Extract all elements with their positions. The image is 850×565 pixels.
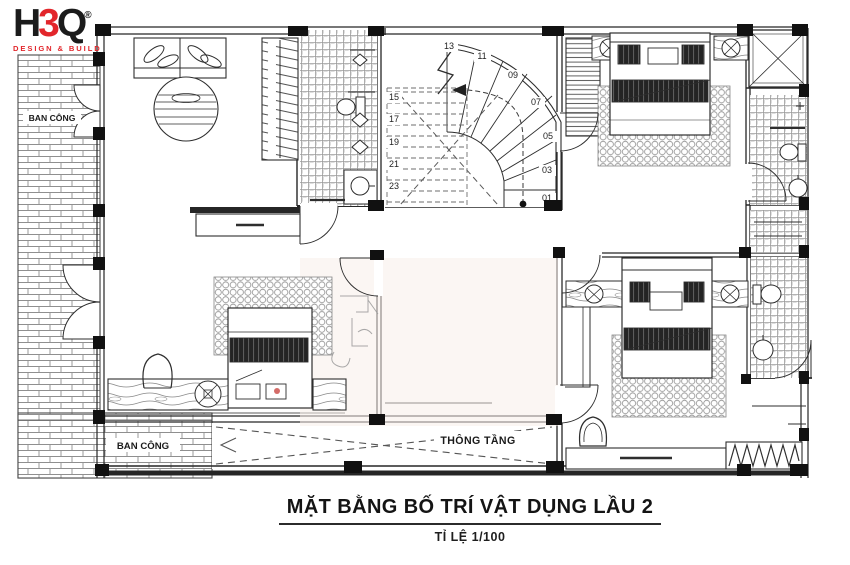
step-number: 23 bbox=[389, 181, 399, 191]
step-number: 07 bbox=[531, 97, 541, 107]
step-number: 01 bbox=[542, 193, 552, 203]
logo-tagline: DESIGN & BUILD bbox=[13, 44, 102, 53]
stool bbox=[142, 353, 173, 389]
wall-shelf bbox=[752, 405, 806, 425]
toilet bbox=[752, 284, 782, 305]
bathroom-right-top bbox=[750, 95, 808, 205]
bedroom-middle bbox=[213, 258, 558, 426]
bed bbox=[609, 32, 711, 136]
columns bbox=[93, 24, 809, 476]
plan-scale: TỈ LỆ 1/100 bbox=[434, 530, 506, 544]
sink-diamond-2 bbox=[351, 112, 369, 128]
bathroom-top-left bbox=[300, 30, 378, 206]
step-number: 17 bbox=[389, 114, 399, 124]
bed bbox=[227, 307, 313, 409]
fan bbox=[194, 380, 222, 408]
door-bathroom-right-top[interactable] bbox=[743, 162, 787, 202]
skylight-shaft bbox=[748, 29, 808, 88]
break-line bbox=[436, 49, 455, 95]
logo-letter-h: H bbox=[13, 2, 41, 45]
plan-labels: BAN CÔNG BAN CÔNG THÔNG TẦNG bbox=[23, 111, 522, 452]
door-bathroom-top-left[interactable] bbox=[299, 203, 339, 245]
balcony-bottom-label: BAN CÔNG bbox=[117, 440, 169, 452]
wood-bench-2 bbox=[312, 378, 347, 411]
wardrobe-top-left bbox=[261, 37, 299, 161]
bedroom-top-right bbox=[565, 32, 749, 167]
registered-mark: ® bbox=[84, 10, 92, 21]
staircase: 01 03 05 07 09 11 13 15 17 19 21 23 bbox=[383, 35, 562, 208]
door-bathroom-right-bottom[interactable] bbox=[774, 339, 812, 379]
nightstand-right bbox=[713, 35, 749, 61]
desk-sketch bbox=[331, 295, 379, 368]
nightstand-left bbox=[565, 280, 623, 308]
logo-letter-3: 3 bbox=[38, 2, 60, 45]
logo-wordmark: H3Q® bbox=[13, 4, 102, 43]
door-bedroom-top-right[interactable] bbox=[559, 112, 599, 152]
door-bedroom-bottom-right[interactable] bbox=[561, 254, 601, 294]
door-bedroom-bottom-right-2[interactable] bbox=[555, 384, 599, 424]
low-cabinet bbox=[565, 447, 727, 470]
sink-diamond-3 bbox=[351, 139, 369, 155]
balcony-top-label: BAN CÔNG bbox=[29, 112, 76, 123]
bathroom-right-bottom bbox=[751, 257, 807, 378]
shower bbox=[343, 169, 378, 205]
bench-area bbox=[107, 353, 347, 411]
toilet bbox=[336, 96, 366, 118]
step-number: 09 bbox=[508, 70, 518, 80]
toilet bbox=[779, 143, 807, 162]
nightstand-right bbox=[711, 280, 749, 308]
stair-direction-arrow bbox=[452, 84, 466, 96]
h3q-logo: H3Q® DESIGN & BUILD bbox=[13, 4, 102, 53]
room-top-left bbox=[133, 37, 301, 237]
logo-letter-q: Q bbox=[56, 2, 87, 45]
step-number: 19 bbox=[389, 137, 399, 147]
sink-diamond-1 bbox=[352, 53, 368, 67]
bed bbox=[621, 257, 713, 379]
step-number: 03 bbox=[542, 165, 552, 175]
hall-cabinet bbox=[195, 213, 301, 237]
step-number: 21 bbox=[389, 159, 399, 169]
step-number: 15 bbox=[389, 92, 399, 102]
tall-cabinet bbox=[561, 306, 591, 388]
title-block: MẶT BẰNG BỐ TRÍ VẬT DỤNG LẦU 2 TỈ LỆ 1/1… bbox=[195, 496, 745, 544]
chair bbox=[578, 416, 608, 447]
sink bbox=[752, 335, 774, 361]
doors bbox=[62, 84, 812, 424]
sofa bbox=[133, 37, 227, 79]
step-number: 11 bbox=[477, 51, 486, 61]
bedroom-bottom-right bbox=[561, 257, 806, 470]
round-table bbox=[153, 76, 219, 142]
step-number: 13 bbox=[444, 41, 454, 51]
step-number: 05 bbox=[543, 131, 553, 141]
plan-title: MẶT BẰNG BỐ TRÍ VẬT DỤNG LẦU 2 bbox=[278, 496, 662, 525]
balcony-door-leaf[interactable] bbox=[62, 301, 101, 340]
wc-shelves bbox=[750, 210, 807, 253]
sink bbox=[788, 175, 808, 198]
stair-step-numbers: 01 03 05 07 09 11 13 15 17 19 21 23 bbox=[386, 41, 557, 204]
void-label: THÔNG TẦNG bbox=[440, 434, 515, 447]
